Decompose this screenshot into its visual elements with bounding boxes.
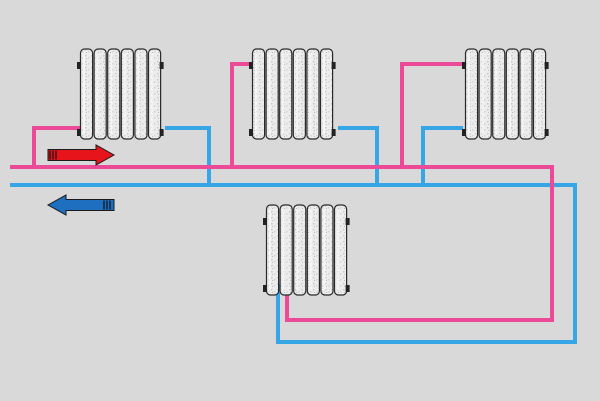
radiator-section-highlight <box>309 54 312 134</box>
radiator-plug <box>331 129 336 136</box>
radiator-plug <box>159 129 164 136</box>
radiator-section <box>265 48 279 140</box>
radiator-section <box>279 48 293 140</box>
radiator-plug <box>544 62 549 69</box>
radiator-section-highlight <box>295 54 298 134</box>
radiator-plug <box>331 62 336 69</box>
radiator-section-highlight <box>522 54 525 134</box>
supply-branch-radiator-1 <box>32 126 80 167</box>
supply-branch-radiator-2 <box>230 62 252 167</box>
radiator-section-highlight <box>255 54 257 134</box>
radiator-section <box>333 204 348 296</box>
radiator-section <box>279 204 293 296</box>
radiator-section-highlight <box>296 210 299 290</box>
radiator-4 <box>263 204 350 296</box>
radiator-section <box>519 48 533 140</box>
radiator-plug <box>462 62 466 69</box>
radiator-plug <box>159 62 164 69</box>
radiator-section <box>93 48 107 140</box>
radiator-plug <box>263 285 267 292</box>
radiator-plug <box>77 62 81 69</box>
radiator-section <box>107 48 121 140</box>
radiator-3 <box>462 48 549 140</box>
radiator-section <box>120 48 135 140</box>
radiator-section-highlight <box>282 210 285 290</box>
flow-arrows <box>46 144 116 216</box>
return-branch-radiator-3 <box>421 126 463 185</box>
radiator-plug <box>77 129 81 136</box>
radiator-section-highlight <box>137 54 140 134</box>
radiator-plug <box>544 129 549 136</box>
radiator-1 <box>77 48 164 140</box>
radiators <box>77 48 549 296</box>
radiator-section-highlight <box>337 210 339 290</box>
return-main-pipe <box>10 183 577 344</box>
radiator-plug <box>345 285 350 292</box>
radiator-section <box>532 48 547 140</box>
radiator-plug <box>249 62 253 69</box>
radiator-section <box>306 204 320 296</box>
radiator-section-highlight <box>309 210 312 290</box>
radiator-section <box>320 204 334 296</box>
radiator-section-highlight <box>282 54 285 134</box>
radiator-section-highlight <box>83 54 85 134</box>
radiator-section-highlight <box>323 54 325 134</box>
radiator-section-highlight <box>481 54 484 134</box>
radiator-section-highlight <box>468 54 470 134</box>
radiator-section-highlight <box>323 210 326 290</box>
arrow-right-icon <box>47 144 116 166</box>
radiator-section <box>251 48 266 140</box>
radiator-section-highlight <box>151 54 153 134</box>
radiator-section <box>147 48 162 140</box>
radiator-section <box>292 48 306 140</box>
radiator-section <box>79 48 94 140</box>
supply-branch-radiator-3 <box>400 62 465 167</box>
radiator-section <box>319 48 334 140</box>
radiator-section <box>306 48 320 140</box>
radiator-section-highlight <box>495 54 498 134</box>
radiator-section-highlight <box>123 54 126 134</box>
radiator-section <box>478 48 492 140</box>
radiator-section <box>505 48 519 140</box>
radiator-section-highlight <box>268 54 271 134</box>
radiator-section <box>492 48 506 140</box>
radiator-plug <box>345 218 350 225</box>
supply-main-pipe <box>10 165 554 322</box>
radiator-section <box>134 48 148 140</box>
radiator-section <box>265 204 280 296</box>
radiator-2 <box>249 48 336 140</box>
return-branch-radiator-1 <box>165 126 211 185</box>
radiator-section-highlight <box>536 54 538 134</box>
arrow-left-icon <box>46 194 115 216</box>
return-branch-radiator-2 <box>338 126 379 185</box>
radiator-section-highlight <box>110 54 113 134</box>
radiator-plug <box>249 129 253 136</box>
radiator-section-highlight <box>508 54 511 134</box>
pipe-network <box>10 62 577 344</box>
radiator-section <box>464 48 479 140</box>
radiator-section-highlight <box>269 210 271 290</box>
radiator-plug <box>263 218 267 225</box>
radiator-section-highlight <box>96 54 99 134</box>
radiator-plug <box>462 129 466 136</box>
radiator-section <box>293 204 307 296</box>
